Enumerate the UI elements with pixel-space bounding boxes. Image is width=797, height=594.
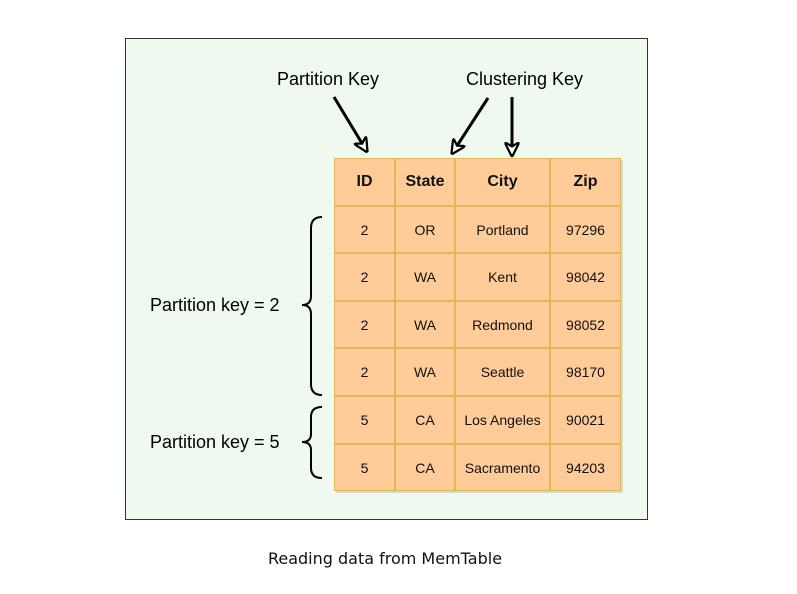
- header-id: ID: [334, 158, 395, 206]
- cell-state: WA: [395, 348, 455, 396]
- cell-id: 2: [334, 253, 395, 301]
- diagram-caption: Reading data from MemTable: [267, 549, 503, 568]
- cell-zip: 98170: [550, 348, 621, 396]
- cell-city: Sacramento: [455, 444, 550, 491]
- cell-id: 2: [334, 348, 395, 396]
- cell-state: CA: [395, 444, 455, 491]
- cell-city: Portland: [455, 206, 550, 253]
- brace-partition-2: [301, 216, 323, 396]
- cell-zip: 98042: [550, 253, 621, 301]
- partition-key-arrow: [332, 96, 366, 150]
- cell-city: Seattle: [455, 348, 550, 396]
- header-city: City: [455, 158, 550, 206]
- cell-id: 2: [334, 206, 395, 253]
- group-label-partition-5: Partition key = 5: [150, 432, 280, 452]
- cell-zip: 90021: [550, 396, 621, 444]
- group-label-partition-2: Partition key = 2: [150, 295, 280, 315]
- header-zip: Zip: [550, 158, 621, 206]
- cell-state: CA: [395, 396, 455, 444]
- cell-zip: 97296: [550, 206, 621, 253]
- clustering-key-label: Clustering Key: [466, 69, 584, 89]
- cell-city: Redmond: [455, 301, 550, 348]
- cell-id: 5: [334, 396, 395, 444]
- cell-id: 5: [334, 444, 395, 491]
- cell-state: WA: [395, 253, 455, 301]
- partition-key-label: Partition Key: [277, 69, 380, 89]
- cell-id: 2: [334, 301, 395, 348]
- cell-zip: 94203: [550, 444, 621, 491]
- cell-zip: 98052: [550, 301, 621, 348]
- cell-state: OR: [395, 206, 455, 253]
- clustering-key-arrow-state: [453, 97, 490, 152]
- brace-partition-5: [301, 406, 323, 479]
- cell-state: WA: [395, 301, 455, 348]
- cell-city: Kent: [455, 253, 550, 301]
- cell-city: Los Angeles: [455, 396, 550, 444]
- header-state: State: [395, 158, 455, 206]
